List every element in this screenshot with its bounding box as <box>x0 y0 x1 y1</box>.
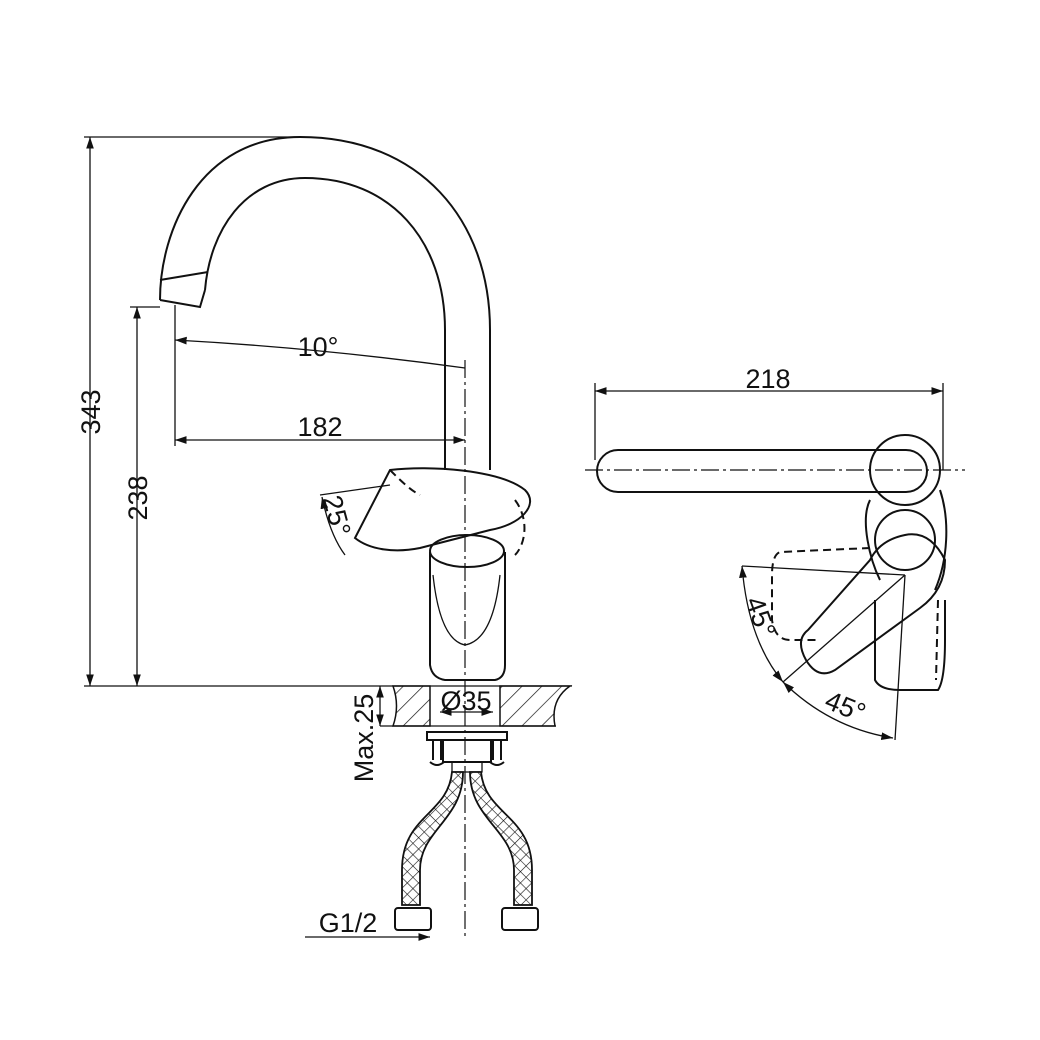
max-thickness-label: Max.25 <box>349 694 379 783</box>
handle-left-position <box>771 547 871 641</box>
body <box>429 552 506 681</box>
hose-right <box>469 771 533 906</box>
handle <box>353 467 532 552</box>
spout-outer <box>159 135 491 470</box>
top-view: 218 45° 45° <box>585 364 965 741</box>
top-handle <box>800 533 947 675</box>
spout-aerator <box>159 271 209 309</box>
tilt-arc <box>320 496 346 556</box>
hose-nut-right <box>501 907 539 931</box>
body-top-circle <box>874 509 936 571</box>
countertop-section-left <box>391 685 431 727</box>
angle-arc-2 <box>782 681 894 741</box>
hole-diameter-label: Ø35 <box>440 686 491 716</box>
hose-nut-left <box>394 907 432 931</box>
stud-ends <box>429 761 505 766</box>
spout-reach-label: 182 <box>297 412 342 442</box>
hose-left <box>401 771 464 906</box>
rotation-angle-label-1: 45° <box>739 593 781 642</box>
tilt-line <box>319 484 391 496</box>
body-top-cap <box>429 534 505 568</box>
handle-right-position <box>935 599 939 681</box>
front-view: 343 238 10° 182 25° Ø35 <box>76 135 573 941</box>
handle-tilt-label: 25° <box>317 492 357 539</box>
body-contour <box>432 574 501 646</box>
spout-height-label: 238 <box>123 475 153 520</box>
handle-alt-position <box>389 469 421 496</box>
mounting-studs <box>432 740 502 760</box>
total-height-label: 343 <box>76 389 106 434</box>
handle-alt-position-2 <box>514 499 526 556</box>
spout-top <box>596 449 928 493</box>
angle-arc-1 <box>739 565 784 683</box>
angle-ref-line-3 <box>894 574 906 741</box>
body-lower <box>874 600 946 691</box>
mounting-nut <box>442 739 492 763</box>
rotation-angle-label-2: 45° <box>821 685 870 728</box>
spout-inner <box>204 176 446 470</box>
spout-angle-label: 10° <box>298 332 339 362</box>
hose-connector <box>451 761 483 773</box>
spout-length-label: 218 <box>745 364 790 394</box>
angle-ref-line-1 <box>741 565 906 576</box>
thread-label: G1/2 <box>319 908 378 938</box>
angle-ref-line-2 <box>782 574 906 683</box>
countertop-section-right <box>499 685 573 727</box>
angle-10-arc <box>174 336 466 369</box>
mounting-flange <box>426 731 508 741</box>
